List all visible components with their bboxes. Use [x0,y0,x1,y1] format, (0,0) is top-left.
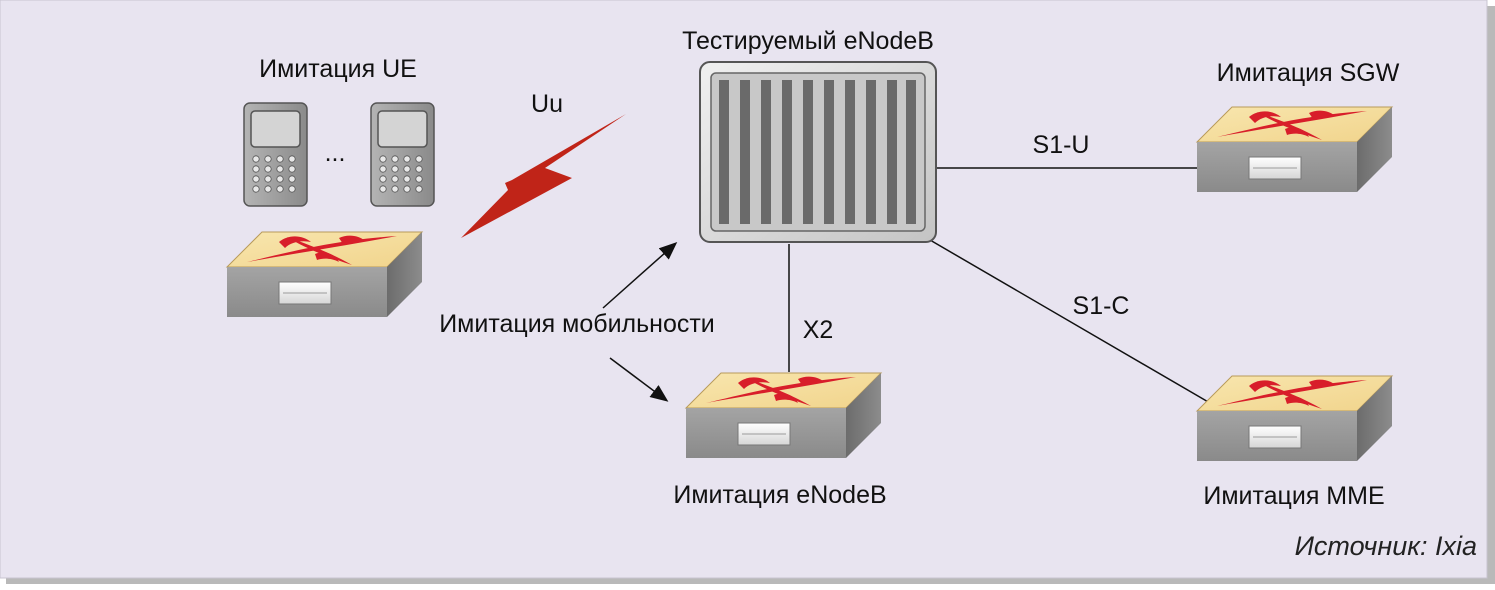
ue-simulator-chassis-icon [226,231,423,318]
sgw-simulation-label: Имитация SGW [1217,59,1400,87]
enodeb-simulator-chassis-icon [685,372,882,459]
mobility-arrow-up-icon [602,242,678,309]
sgw-simulator-chassis-icon [1196,106,1393,193]
uu-interface-label: Uu [531,90,563,118]
x2-interface-label: X2 [803,316,834,344]
mobile-phone-icon [243,102,308,207]
mobility-arrow-down-icon [609,357,669,402]
s1c-link [929,239,1211,404]
base-station-rack-icon [699,61,937,243]
tested-enodeb-label: Тестируемый eNodeB [682,27,934,55]
enodeb-simulation-label: Имитация eNodeB [673,481,886,509]
mme-simulator-chassis-icon [1196,375,1393,462]
s1u-interface-label: S1-U [1033,131,1090,159]
ue-simulation-label: Имитация UE [259,55,417,83]
mobile-phone-icon [370,102,435,207]
source-caption: Источник: Ixia [1295,531,1477,561]
ue-ellipsis: ... [325,139,346,167]
mme-simulation-label: Имитация MME [1203,482,1384,510]
lightning-bolt-icon [461,114,626,238]
mobility-simulation-label: Имитация мобильности [439,310,715,338]
s1c-interface-label: S1-C [1073,292,1130,320]
